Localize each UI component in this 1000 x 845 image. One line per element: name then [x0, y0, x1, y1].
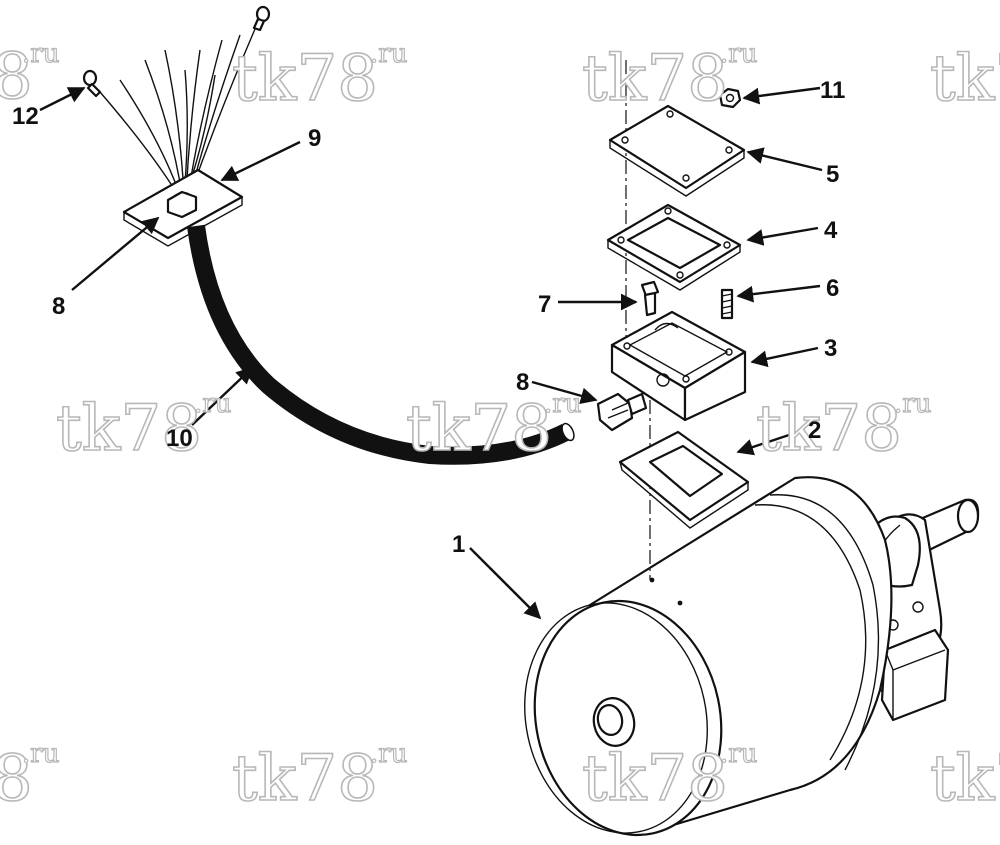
watermark: tk78 — [930, 742, 1000, 816]
watermark: tk78 — [232, 42, 378, 116]
callout-12: 12 — [12, 103, 39, 130]
callout-8-plate-nut: 8 — [52, 293, 65, 320]
watermark-suffix: .ru — [194, 389, 231, 419]
callout-9: 9 — [308, 125, 321, 152]
callout-7: 7 — [538, 291, 551, 318]
watermark-suffix: .ru — [22, 739, 59, 769]
watermark-partial: 8 — [0, 742, 33, 816]
callout-2: 2 — [808, 417, 821, 444]
watermark-suffix: .ru — [720, 739, 757, 769]
callout-labels: 1 2 3 4 5 6 7 8 8 9 10 11 12 — [12, 77, 845, 558]
watermark: tk78 — [582, 742, 728, 816]
watermark-suffix: .ru — [720, 39, 757, 69]
watermark: tk78 — [232, 742, 378, 816]
watermark: tk78 — [582, 42, 728, 116]
stud-part-6 — [720, 288, 734, 320]
callout-3: 3 — [824, 335, 837, 362]
screw-part-7 — [640, 280, 660, 317]
callout-11: 11 — [820, 77, 845, 104]
callout-6: 6 — [826, 275, 839, 302]
watermark: tk78 — [56, 392, 202, 466]
conduit-connector-part-8 — [596, 392, 648, 432]
conduit-cable-part-10 — [187, 224, 571, 465]
callout-4: 4 — [824, 217, 838, 244]
watermark-suffix: .ru — [544, 389, 581, 419]
watermark-partial: 8 — [0, 40, 33, 114]
cover-gasket-part-4 — [606, 203, 742, 291]
leader-arrows — [39, 86, 823, 620]
watermark: tk78 — [406, 392, 552, 466]
watermark: tk78 — [756, 392, 902, 466]
watermark-suffix: .ru — [894, 389, 931, 419]
watermark-suffix: .ru — [370, 739, 407, 769]
callout-8-connector: 8 — [516, 369, 529, 396]
callout-10: 10 — [166, 425, 193, 452]
ring-terminal-part-12 — [82, 5, 271, 98]
watermark-suffix: .ru — [370, 39, 407, 69]
cover-plate-part-5 — [608, 104, 746, 197]
gasket-part-2 — [618, 430, 750, 529]
watermark-suffix: .ru — [22, 39, 59, 69]
mounting-plate-part-9 — [122, 168, 244, 247]
watermark-layer: 8 .ru tk78 .ru tk78 .ru tk78 tk78 .ru tk… — [0, 38, 1000, 816]
callout-5: 5 — [826, 161, 839, 188]
callout-1: 1 — [452, 531, 465, 558]
watermark: tk78 — [930, 42, 1000, 116]
motor-part-1 — [524, 476, 980, 837]
terminal-box-part-3 — [610, 310, 747, 422]
nut-part-11 — [718, 87, 742, 109]
